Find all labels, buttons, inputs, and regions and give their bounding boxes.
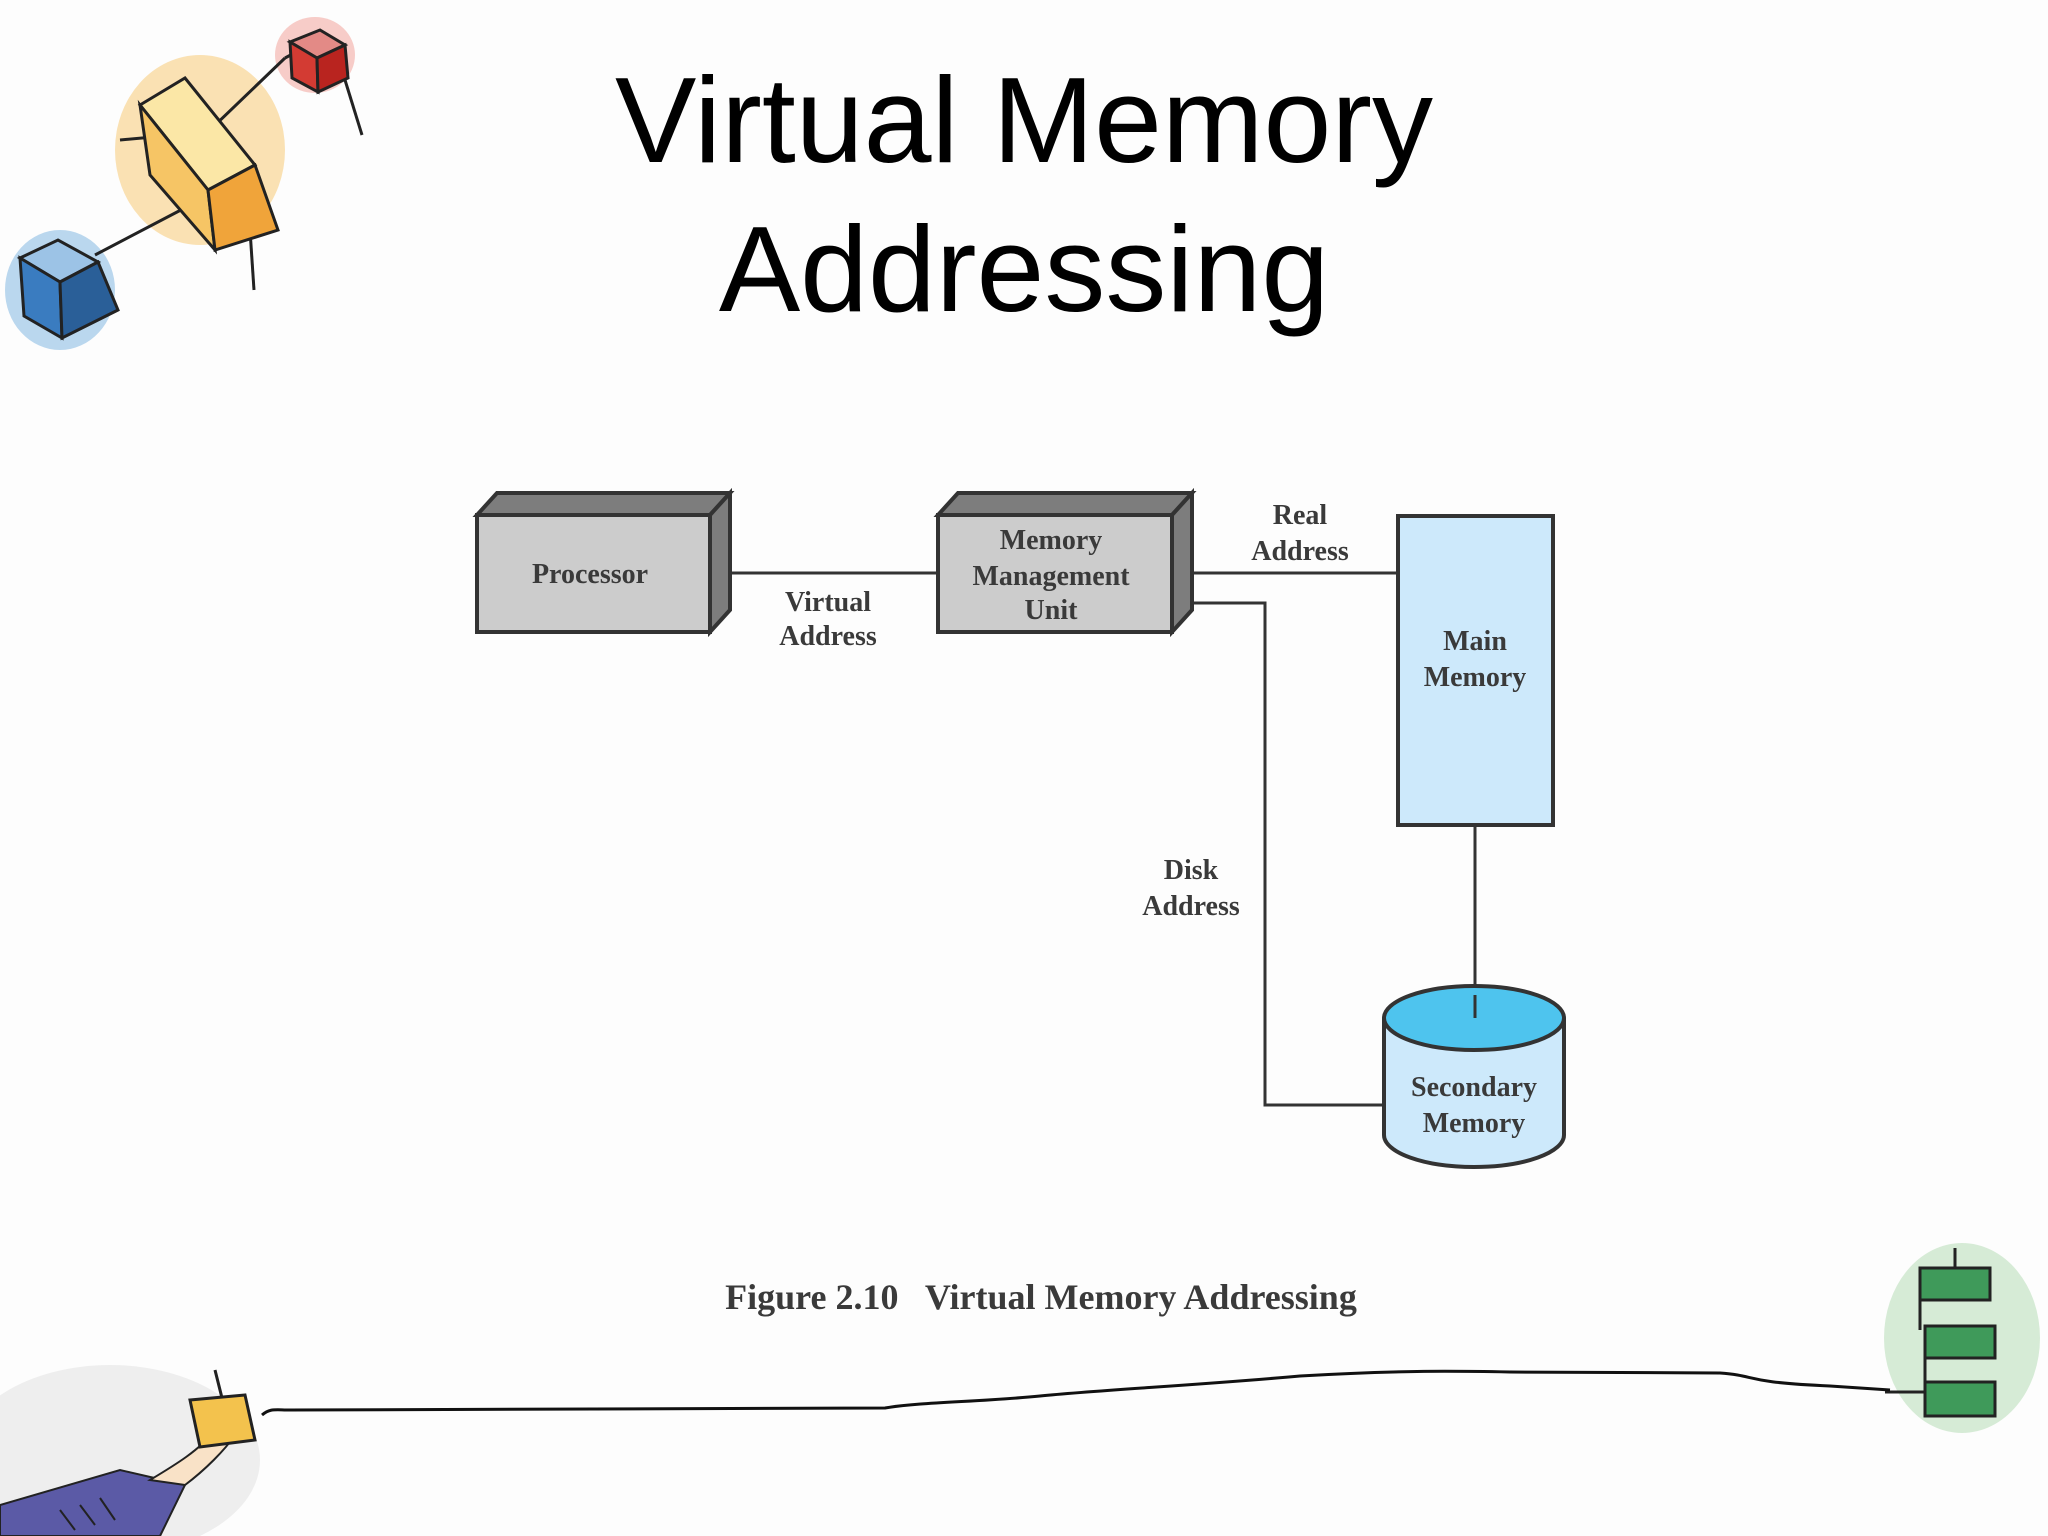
virtual-address-label-line-2: Address [779, 621, 877, 652]
hand-holding-cube-clipart-icon [0, 1365, 260, 1536]
stacked-green-boxes-clipart-icon [1884, 1243, 2040, 1433]
processor-box: Processor [472, 487, 735, 638]
figure-caption: Figure 2.10 Virtual Memory Addressing [725, 1277, 1357, 1317]
mmu-box: Memory Management Unit [933, 487, 1197, 638]
hand-drawn-baseline [261, 1369, 1891, 1417]
secondary-memory-label-line-2: Memory [1423, 1108, 1526, 1139]
secondary-memory-label-line-1: Secondary [1411, 1072, 1537, 1103]
mmu-label-line-2: Management [972, 561, 1130, 592]
disk-address-label-line-2: Address [1142, 891, 1240, 922]
main-memory-box: Main Memory [1396, 514, 1555, 827]
mmu-label-line-1: Memory [1000, 525, 1103, 556]
disk-address-connector [1175, 601, 1384, 1107]
mmu-label-line-3: Unit [1025, 595, 1079, 626]
main-memory-label-line-1: Main [1443, 626, 1507, 657]
slide-title-line-1: Virtual Memory [614, 52, 1434, 188]
disk-address-label-line-1: Disk [1164, 855, 1219, 886]
slide-title-line-2: Addressing [718, 201, 1330, 337]
virtual-address-label-line-1: Virtual [785, 587, 871, 618]
secondary-memory-disk: Secondary Memory [1382, 984, 1566, 1169]
real-address-label-line-1: Real [1273, 500, 1328, 531]
real-address-label-line-2: Address [1251, 536, 1349, 567]
cubes-clipart-icon [5, 17, 364, 350]
processor-label: Processor [532, 559, 648, 590]
main-memory-label-line-2: Memory [1424, 662, 1527, 693]
